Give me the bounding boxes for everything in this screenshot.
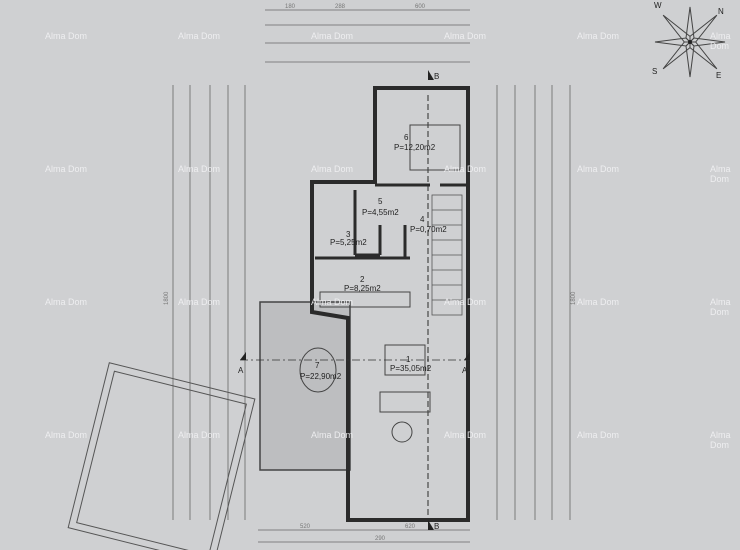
dim-top-2: 288 (335, 4, 346, 10)
section-markers: A A B B (238, 70, 470, 531)
room-7-number: 7 (315, 361, 320, 370)
pool (67, 362, 256, 550)
compass-n: N (718, 7, 724, 16)
section-a-left: A (238, 366, 244, 375)
watermark: Alma Dom (577, 164, 620, 174)
room-7-area: P=22,90m2 (300, 372, 342, 381)
watermark: Alma Dom (311, 297, 354, 307)
watermark: Alma Dom (45, 164, 88, 174)
bed (409, 124, 461, 171)
room-labels: 6 P=12,20m2 5 P=4,55m2 4 P=0,70m2 3 P=5,… (300, 133, 447, 381)
compass-w: W (654, 1, 662, 10)
sofa (379, 391, 431, 413)
watermark: Alma Dom (45, 31, 88, 41)
room-1-area: P=35,05m2 (390, 364, 432, 373)
interior-walls (315, 95, 468, 520)
watermark: Alma Dom (444, 164, 487, 174)
watermark: Alma Dom (45, 430, 88, 440)
room-1-number: 1 (406, 355, 411, 364)
coffee-table (391, 421, 413, 443)
compass-s: S (652, 67, 657, 76)
watermark: Alma Dom (311, 31, 354, 41)
compass-rose: N E S W (652, 1, 726, 80)
dim-bottom-1: 520 (300, 524, 311, 530)
watermark: Alma Dom (45, 297, 88, 307)
watermark: Alma Dom (178, 297, 221, 307)
bottom-dimension-lines: 520 290 620 (258, 524, 470, 543)
watermark: Alma Dom (178, 430, 221, 440)
kitchen-counter (319, 291, 411, 308)
room-3-number: 3 (346, 230, 351, 239)
watermark: Alma Dom (178, 31, 221, 41)
watermark: Alma Dom (178, 164, 221, 174)
compass-e: E (716, 71, 721, 80)
watermark: Alma Dom (444, 31, 487, 41)
dim-bottom-3: 620 (405, 524, 416, 530)
room-3-area: P=5,25m2 (330, 238, 367, 247)
room-4-area: P=0,70m2 (410, 225, 447, 234)
watermark: Alma Dom (577, 430, 620, 440)
watermark: Alma Dom (577, 297, 620, 307)
room-4-number: 4 (420, 215, 425, 224)
watermark: Alma Dom (311, 430, 354, 440)
watermark: Alma Dom (710, 164, 731, 184)
section-b-top: B (434, 72, 439, 81)
room-6-number: 6 (404, 133, 409, 142)
watermark: Alma Dom (710, 31, 731, 51)
room-6-area: P=12,20m2 (394, 143, 436, 152)
side-dimension-lines: 1800 1800 (164, 85, 577, 520)
section-b-bottom: B (434, 522, 439, 531)
watermark: Alma Dom (444, 297, 487, 307)
top-dimension-lines: 180 288 600 (265, 4, 470, 63)
section-a-right: A (462, 366, 468, 375)
building-walls (310, 86, 470, 522)
watermark: Alma Dom (710, 297, 731, 317)
watermark: Alma Dom (577, 31, 620, 41)
room-2-area: P=8,25m2 (344, 284, 381, 293)
dim-top-1: 180 (285, 4, 296, 10)
dim-top-3: 600 (415, 4, 426, 10)
dim-right: 1800 (571, 291, 577, 305)
dim-bottom-2: 290 (375, 536, 386, 542)
stairs (431, 194, 463, 316)
room-5-number: 5 (378, 197, 383, 206)
terrace-table (299, 347, 337, 393)
room-2-number: 2 (360, 275, 365, 284)
dim-left: 1800 (164, 291, 170, 305)
watermark: Alma Dom (444, 430, 487, 440)
room-5-area: P=4,55m2 (362, 208, 399, 217)
watermark: Alma Dom (710, 430, 731, 450)
watermark: Alma Dom (311, 164, 354, 174)
